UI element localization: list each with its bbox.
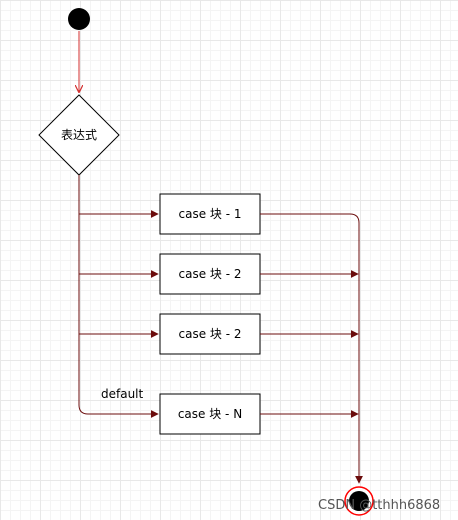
case-block-label: case 块 - 2 (179, 327, 242, 341)
start-node (68, 8, 90, 30)
collector-line (260, 213, 363, 484)
decision-label: 表达式 (61, 128, 97, 142)
decision-trunk-line (78, 175, 159, 418)
end-node (344, 486, 374, 516)
case-block-label: case 块 - 1 (179, 207, 242, 221)
default-label: default (101, 387, 144, 401)
case-block-2: case 块 - 2 (159, 253, 261, 295)
watermark-text: CSDN @tthhh6868 (318, 498, 440, 513)
case-block-label: case 块 - 2 (179, 267, 242, 281)
case-block-n: case 块 - N (159, 393, 261, 435)
case-block-label: case 块 - N (178, 407, 242, 421)
case-block-3: case 块 - 2 (159, 313, 261, 355)
case-block-1: case 块 - 1 (159, 193, 261, 235)
